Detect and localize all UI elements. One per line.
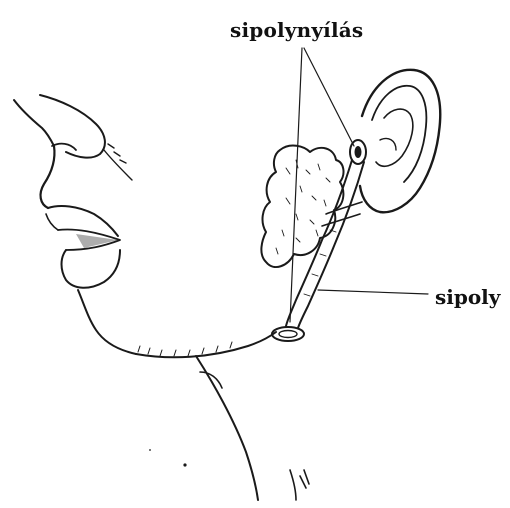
ear <box>350 70 440 212</box>
jaw-line <box>136 332 276 357</box>
neck-back <box>290 470 309 500</box>
fistula-opening-neck-inner <box>279 331 297 338</box>
nose-tip <box>40 95 105 158</box>
tract-branch <box>322 202 362 226</box>
concha <box>376 109 413 166</box>
face-profile <box>14 95 309 500</box>
fistula-opening-neck <box>272 327 304 341</box>
upper-lip-edge <box>46 214 58 230</box>
speck <box>149 449 151 451</box>
leader-fistula <box>318 290 428 294</box>
lower-lip <box>62 250 121 288</box>
antihelix <box>372 86 426 182</box>
fistula-tract <box>272 160 364 341</box>
leader-opening-to-neck <box>290 48 302 322</box>
brow-line <box>14 100 54 146</box>
nasolabial-fold <box>104 144 132 180</box>
label-fistula: sipoly <box>435 287 500 307</box>
gland-outline <box>261 146 343 268</box>
tract-right-edge <box>298 162 364 328</box>
chin <box>78 290 136 354</box>
fistula-opening-ear-hole <box>355 146 362 158</box>
speck <box>183 463 186 466</box>
label-fistula-opening: sipolynyílás <box>230 20 363 40</box>
leader-opening-to-ear <box>304 48 354 146</box>
parotid-gland <box>261 146 343 268</box>
leader-lines <box>290 48 428 322</box>
nostril <box>52 144 76 150</box>
nose-bridge <box>41 146 55 208</box>
helix <box>360 70 440 212</box>
tragus <box>380 138 396 150</box>
neck-front <box>196 356 258 500</box>
